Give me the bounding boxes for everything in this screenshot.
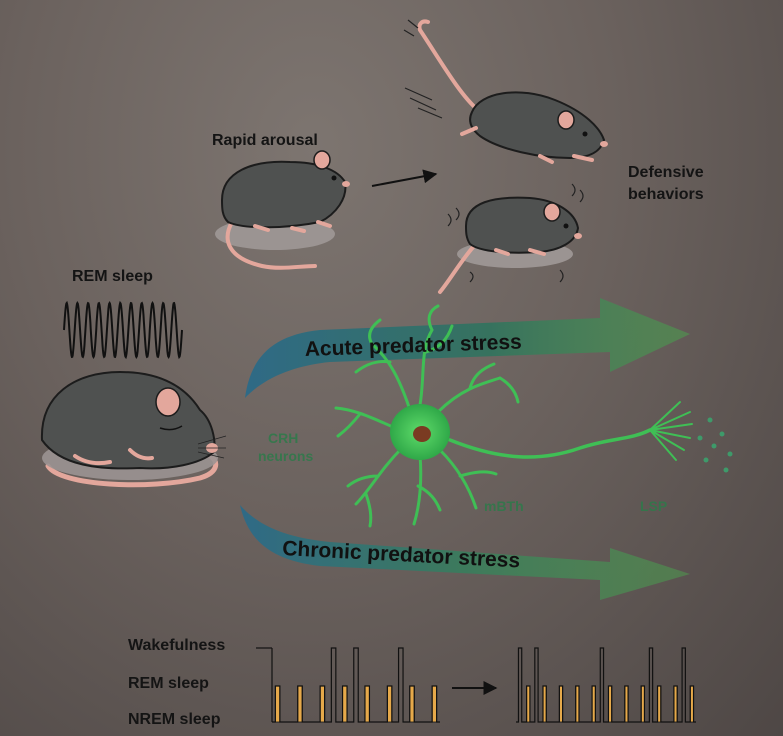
rem-epoch (342, 685, 348, 723)
neurotransmitter-dots (697, 417, 733, 473)
arousal-arrow (371, 169, 438, 187)
rem-epoch (386, 685, 393, 723)
crh-neuron (334, 304, 693, 528)
chronic-stress-arrow (240, 505, 690, 600)
mbst-label: mBTh (484, 498, 524, 514)
rem-epoch (297, 685, 303, 723)
hypnogram-trace (516, 647, 696, 723)
wakefulness-label: Wakefulness (128, 637, 226, 654)
rem-wave (63, 300, 183, 360)
rapid-arousal-label: Rapid arousal (212, 132, 318, 149)
hypnogram-trace (272, 647, 440, 723)
aroused-mouse (215, 150, 350, 270)
rem-sleep-label: REM sleep (128, 675, 209, 692)
lsp-label: LSP (640, 498, 668, 514)
acute-stress-arrow (245, 298, 690, 398)
sleeping-mouse (40, 370, 227, 488)
rem-epoch (274, 685, 281, 723)
neuron-nucleus (413, 426, 431, 442)
rem-epoch (431, 685, 438, 723)
nrem-sleep-label: NREM sleep (128, 711, 221, 728)
running-mouse (403, 19, 608, 164)
rem-sleep-top-label: REM sleep (72, 268, 153, 285)
hypnogram-legend-line (256, 647, 273, 722)
defensive-label-2: behaviors (628, 186, 704, 203)
rem-epoch (409, 685, 415, 723)
defensive-label-1: Defensive (628, 164, 704, 181)
hypnogram-before (272, 647, 440, 723)
crh-label-1: CRH (268, 430, 299, 446)
rem-epoch (319, 685, 326, 723)
rem-epoch (364, 685, 370, 723)
crh-label-2: neurons (258, 448, 314, 464)
hypnogram-after (516, 647, 696, 723)
freezing-mouse (438, 183, 584, 294)
